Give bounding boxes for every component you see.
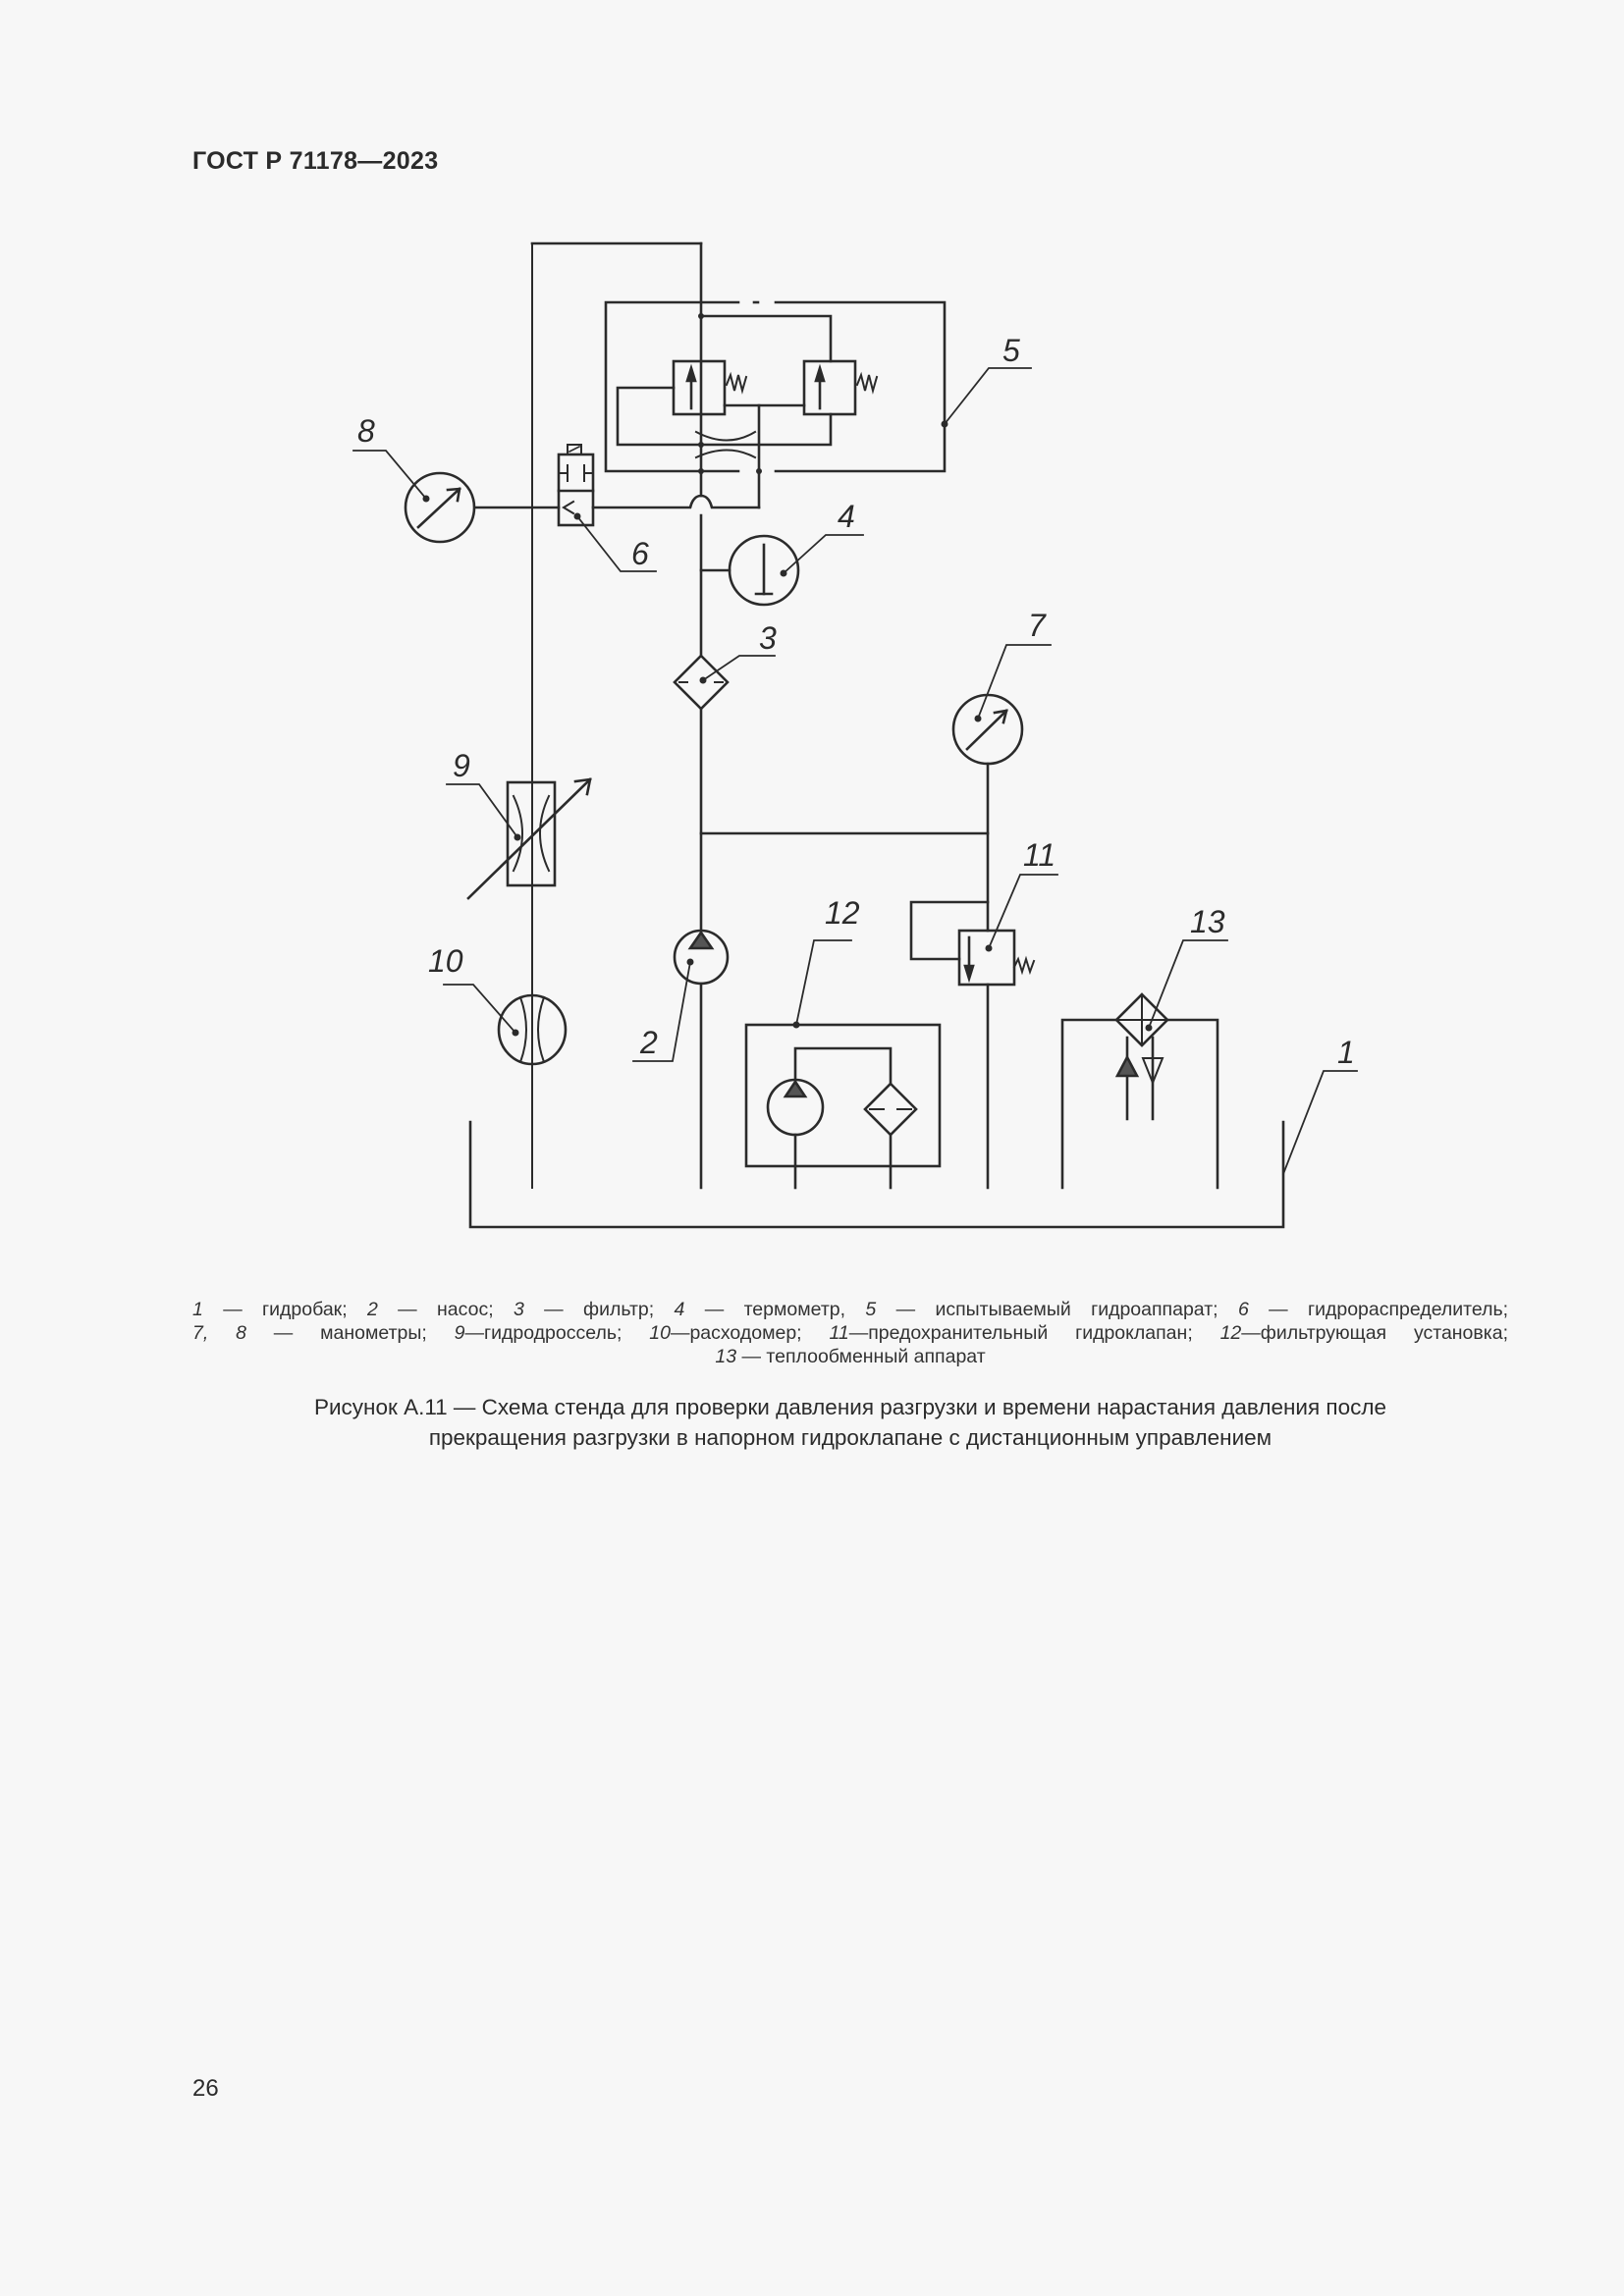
callout-6: 6 — [631, 536, 649, 571]
page-number: 26 — [192, 2075, 219, 2102]
caption-line-1: Рисунок А.11 — Схема стенда для проверки… — [313, 1395, 1387, 1419]
callout-2: 2 — [639, 1025, 658, 1060]
tested-device-5-symbol — [604, 300, 948, 509]
filtering-unit-12-symbol — [744, 1021, 942, 1190]
thermometer-4-symbol — [699, 534, 800, 607]
relief-valve-11-symbol — [909, 900, 1036, 987]
heat-exchanger-13-symbol — [1060, 992, 1219, 1190]
directional-valve-6-symbol — [557, 444, 595, 527]
flowmeter-10-symbol — [497, 993, 568, 1066]
callout-leaders — [352, 367, 1358, 1176]
callout-8: 8 — [357, 413, 375, 449]
legend-line-1: 1 — гидробак; 2 — насос; 3 — фильтр; 4 —… — [192, 1299, 1509, 1320]
callout-7: 7 — [1028, 608, 1047, 643]
pump-2-symbol — [673, 929, 730, 986]
filter-3-symbol — [673, 654, 730, 711]
caption-line-2: прекращения разгрузки в напорном гидрокл… — [428, 1425, 1272, 1450]
callout-4: 4 — [838, 499, 855, 534]
tank-1-symbol — [468, 1120, 1285, 1229]
figure-legend: 1 — гидробак; 2 — насос; 3 — фильтр; 4 —… — [192, 1298, 1508, 1368]
callout-10: 10 — [428, 943, 463, 979]
pressure-gauge-7-symbol — [951, 693, 1024, 766]
document-header: ГОСТ Р 71178—2023 — [192, 147, 439, 175]
callout-3: 3 — [759, 620, 777, 656]
legend-line-3: 13 — теплообменный аппарат — [715, 1346, 986, 1367]
figure-caption: Рисунок А.11 — Схема стенда для проверки… — [192, 1392, 1508, 1453]
throttle-9-symbol — [466, 777, 592, 900]
callout-11: 11 — [1023, 837, 1056, 873]
callout-12: 12 — [825, 895, 860, 931]
hydraulic-test-bench-diagram: 5 8 6 4 3 7 9 10 2 11 12 13 1 — [352, 241, 1358, 1229]
callout-13: 13 — [1190, 904, 1225, 939]
callout-1: 1 — [1337, 1035, 1355, 1070]
legend-line-2: 7, 8 — манометры; 9—гидродроссель; 10—ра… — [192, 1322, 1508, 1344]
callout-9: 9 — [453, 748, 470, 783]
pressure-gauge-8-symbol — [404, 471, 476, 544]
callout-5: 5 — [1002, 333, 1020, 368]
